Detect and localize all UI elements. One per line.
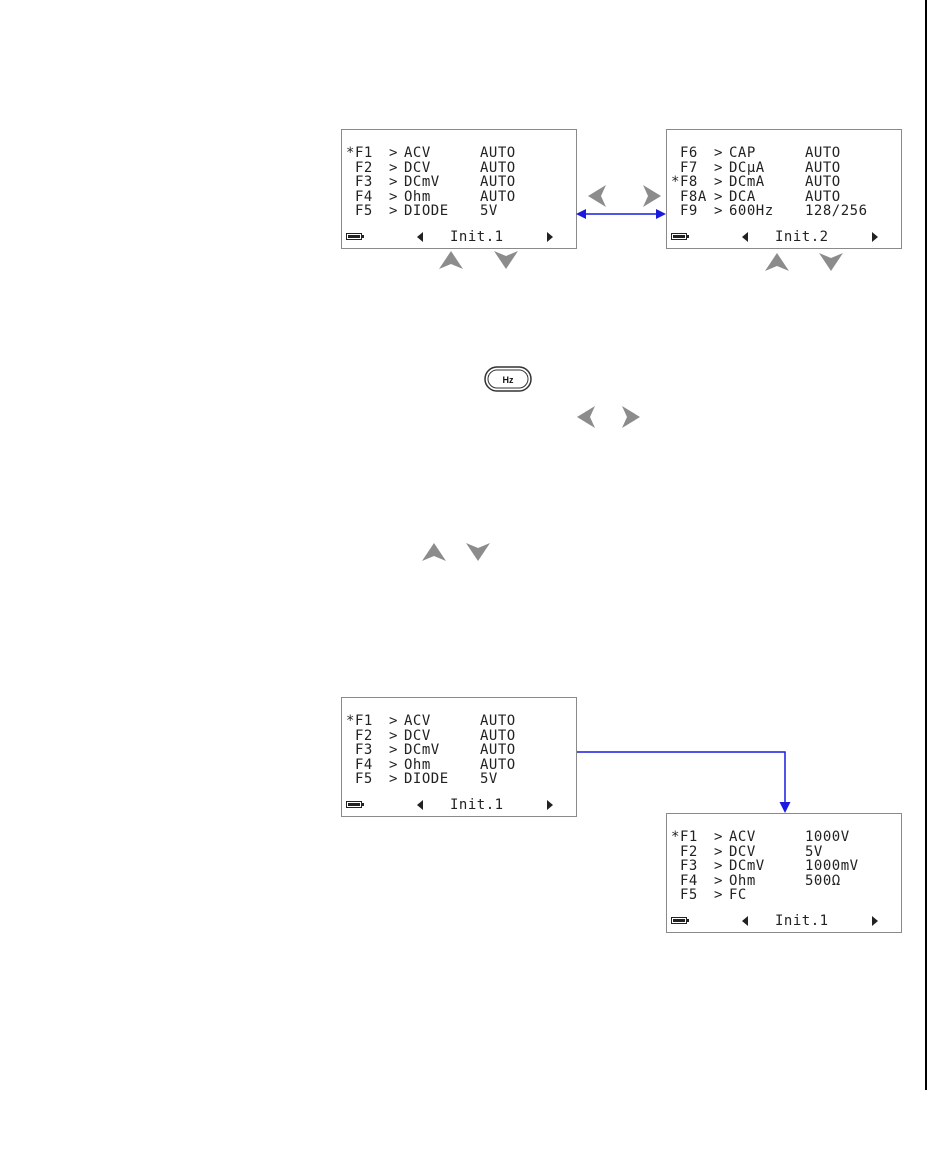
elbow-arrow (577, 752, 791, 813)
bidirectional-arrow (576, 209, 666, 219)
